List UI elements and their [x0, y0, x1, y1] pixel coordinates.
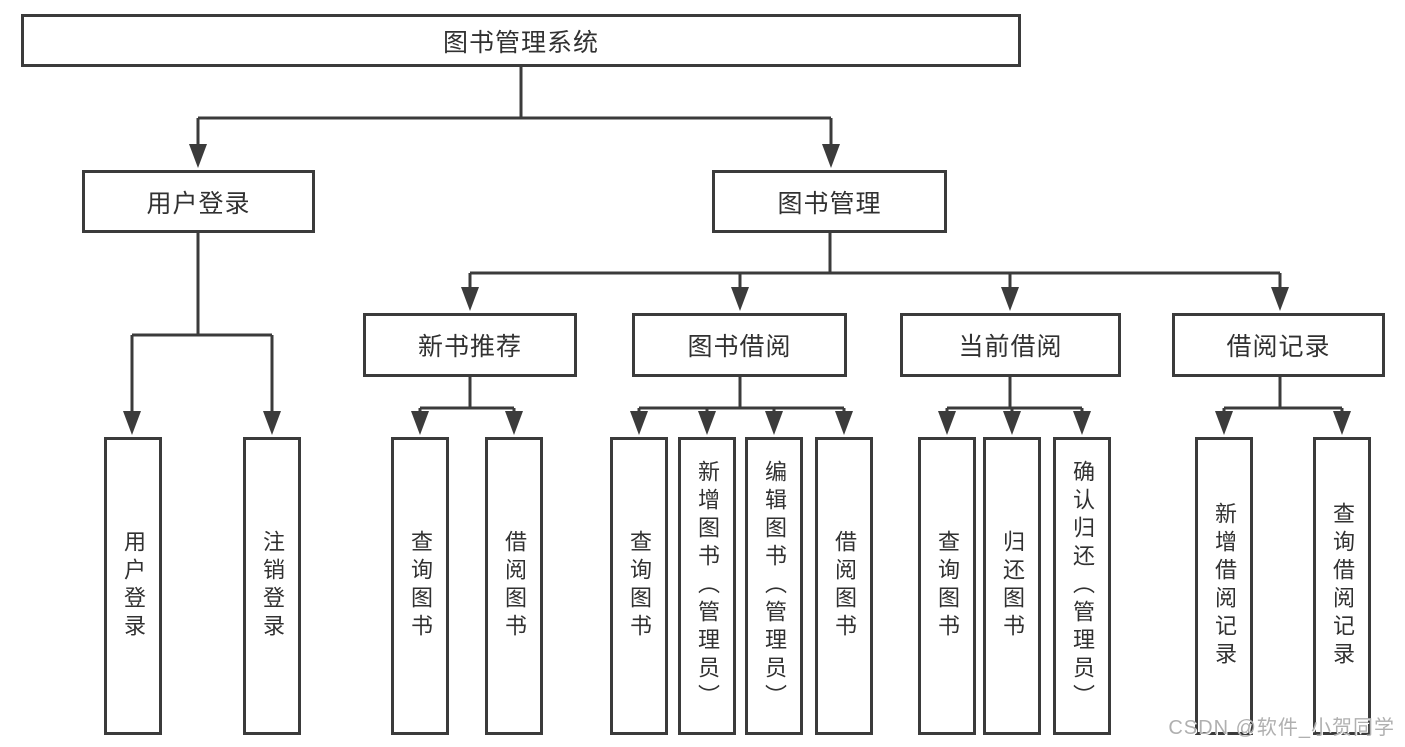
node-label: 用户登录 [146, 189, 251, 218]
node-root: 图书管理系统 [21, 14, 1021, 67]
leaf-current-return-book: 归还图书 [983, 437, 1041, 735]
arrow-down-icon [1073, 411, 1091, 435]
node-current-borrow: 当前借阅 [900, 313, 1121, 377]
node-label: 查询图书 [408, 530, 433, 642]
node-label: 查询借阅记录 [1330, 502, 1355, 670]
arrow-down-icon [822, 144, 840, 168]
arrow-down-icon [1001, 287, 1019, 311]
arrow-down-icon [189, 144, 207, 168]
leaf-record-query: 查询借阅记录 [1313, 437, 1371, 735]
node-label: 新增图书（管理员） [695, 460, 720, 712]
arrow-down-icon [1271, 287, 1289, 311]
arrow-down-icon [698, 411, 716, 435]
node-label: 当前借阅 [958, 333, 1063, 361]
node-book-borrow: 图书借阅 [632, 313, 847, 377]
arrow-down-icon [938, 411, 956, 435]
node-label: 借阅图书 [832, 530, 857, 642]
node-user-login: 用户登录 [82, 170, 315, 233]
arrow-down-icon [123, 411, 141, 435]
leaf-user-login: 用户登录 [104, 437, 162, 735]
arrow-down-icon [835, 411, 853, 435]
arrow-down-icon [1003, 411, 1021, 435]
leaf-current-query-book: 查询图书 [918, 437, 976, 735]
leaf-borrow-borrow-book: 借阅图书 [815, 437, 873, 735]
leaf-logout: 注销登录 [243, 437, 301, 735]
leaf-borrow-edit-book: 编辑图书（管理员） [745, 437, 803, 735]
node-book-management: 图书管理 [712, 170, 947, 233]
arrow-down-icon [630, 411, 648, 435]
node-label: 借阅记录 [1226, 333, 1331, 361]
node-label: 新书推荐 [417, 333, 522, 361]
leaf-newrec-borrow-book: 借阅图书 [485, 437, 543, 735]
leaf-borrow-add-book: 新增图书（管理员） [678, 437, 736, 735]
arrow-down-icon [461, 287, 479, 311]
arrow-down-icon [1333, 411, 1351, 435]
arrow-down-icon [1215, 411, 1233, 435]
node-label: 编辑图书（管理员） [762, 460, 787, 712]
arrow-down-icon [765, 411, 783, 435]
node-label: 查询图书 [935, 530, 960, 642]
arrow-down-icon [263, 411, 281, 435]
node-label: 用户登录 [121, 530, 146, 642]
leaf-newrec-query-book: 查询图书 [391, 437, 449, 735]
node-label: 图书管理 [777, 189, 882, 218]
leaf-current-confirm-return: 确认归还（管理员） [1053, 437, 1111, 735]
node-label: 图书借阅 [687, 333, 792, 361]
node-label: 归还图书 [1000, 530, 1025, 642]
node-label: 查询图书 [627, 530, 652, 642]
node-label: 注销登录 [260, 530, 285, 642]
watermark: CSDN @软件_小贺同学 [1168, 717, 1395, 739]
node-label: 图书管理系统 [442, 28, 599, 57]
node-label: 借阅图书 [502, 530, 527, 642]
node-label: 新增借阅记录 [1212, 502, 1237, 670]
arrow-down-icon [505, 411, 523, 435]
arrow-down-icon [411, 411, 429, 435]
leaf-record-add: 新增借阅记录 [1195, 437, 1253, 735]
arrow-down-icon [731, 287, 749, 311]
leaf-borrow-query-book: 查询图书 [610, 437, 668, 735]
node-borrow-record: 借阅记录 [1172, 313, 1385, 377]
node-label: 确认归还（管理员） [1070, 460, 1095, 712]
node-new-book-recommend: 新书推荐 [363, 313, 577, 377]
